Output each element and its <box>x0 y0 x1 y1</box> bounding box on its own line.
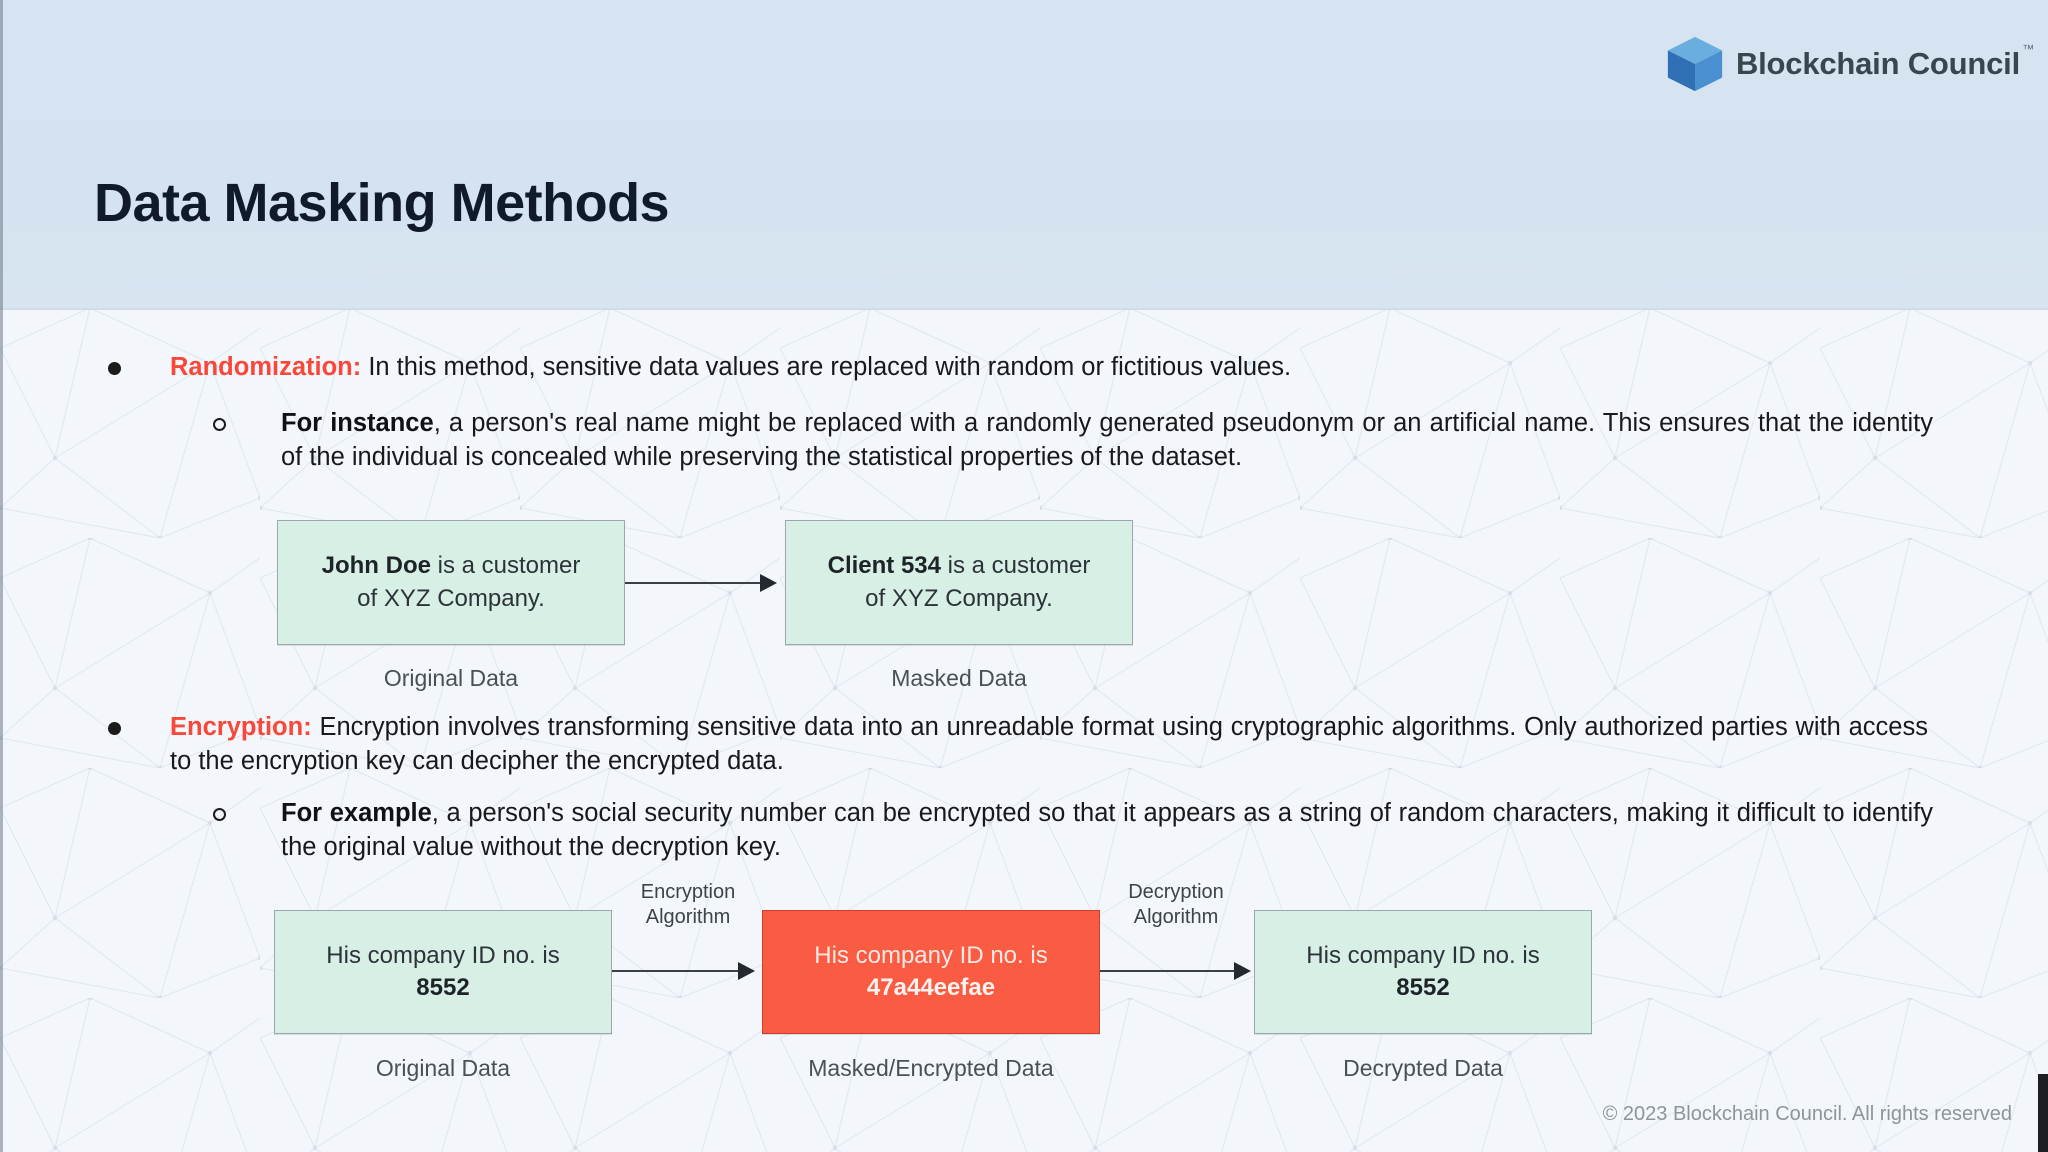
diagram2-decryption-algorithm-label: Decryption Algorithm <box>1100 880 1252 930</box>
algo1-line1: Encryption <box>640 881 736 903</box>
bullet-keyword: Encryption <box>170 713 304 741</box>
diagram2-original-text: His company ID no. is 8552 <box>318 940 567 1005</box>
subbullet-body-text: , a person's real name might be replaced… <box>281 409 1934 472</box>
diagram2-encryption-algorithm-label: Encryption Algorithm <box>612 880 764 930</box>
right-edge-marker <box>2038 1074 2048 1152</box>
bullet-keyword-colon: : <box>303 713 312 741</box>
diagram1-label-masked: Masked Data <box>891 665 1027 691</box>
cube-icon <box>1667 36 1723 92</box>
bullet-body-text: Encryption involves transforming sensiti… <box>170 713 1928 776</box>
diagram1-masked-rest: is a customer <box>941 552 1091 580</box>
slide-body: Randomization: In this method, sensitive… <box>0 310 2048 1152</box>
bullet-randomization: Randomization: In this method, sensitive… <box>108 350 1908 384</box>
diagram2-decrypted-line1: His company ID no. is <box>1306 941 1540 969</box>
subbullet-for-example: For example, a person's social security … <box>213 796 1933 864</box>
diagram2-original-line1: His company ID no. is <box>326 941 560 969</box>
diagram2-decrypted-box: His company ID no. is 8552 <box>1254 910 1592 1034</box>
diagram2-arrow2-line <box>1100 970 1240 972</box>
bullet-body-text: In this method, sensitive data values ar… <box>361 353 1292 381</box>
page-title: Data Masking Methods <box>94 173 670 233</box>
diagram2-label-encrypted: Masked/Encrypted Data <box>808 1055 1054 1081</box>
diagram1-original-text: John Doe is a customer of XYZ Company. <box>314 550 589 615</box>
subbullet-keyword: For instance <box>281 409 434 437</box>
bullet-text: Encryption: Encryption involves transfor… <box>170 710 1928 778</box>
diagram2-arrow1-line <box>612 970 744 972</box>
diagram1-masked-text: Client 534 is a customer of XYZ Company. <box>820 550 1099 615</box>
diagram2-encrypted-text: His company ID no. is 47a44eefae <box>806 940 1055 1005</box>
diagram1-masked-bold: Client 534 <box>827 552 941 580</box>
bullet-encryption: Encryption: Encryption involves transfor… <box>108 710 1928 778</box>
diagram1-masked-line2: of XYZ Company. <box>865 584 1053 612</box>
diagram-encryption: His company ID no. is 8552 Encryption Al… <box>0 870 2048 1130</box>
diagram1-original-bold: John Doe <box>321 552 431 580</box>
subbullet-text: For example, a person's social security … <box>281 796 1933 864</box>
arrow-right-icon <box>738 962 755 980</box>
bullet-dot-icon <box>108 362 121 375</box>
diagram2-encrypted-line1: His company ID no. is <box>814 941 1048 969</box>
bullet-keyword: Randomization <box>170 353 353 381</box>
diagram2-encrypted-line2: 47a44eefae <box>866 974 996 1001</box>
trademark-symbol: ™ <box>2022 42 2034 56</box>
brand-logo: Blockchain Council ™ <box>1664 33 2034 95</box>
logo-text-wrapper: Blockchain Council ™ <box>1735 42 2034 82</box>
bullet-dot-icon <box>108 722 121 735</box>
algo2-line2: Algorithm <box>1133 906 1219 928</box>
subbullet-for-instance: For instance, a person's real name might… <box>213 406 1933 474</box>
bullet-circle-icon <box>213 808 226 821</box>
algo2-line1: Decryption <box>1128 881 1224 903</box>
diagram2-decrypted-line2: 8552 <box>1396 974 1450 1001</box>
subbullet-keyword: For example <box>281 799 432 827</box>
subbullet-body-text: , a person's social security number can … <box>281 799 1933 862</box>
arrow-right-icon <box>760 574 777 592</box>
diagram2-label-original: Original Data <box>375 1055 511 1081</box>
diagram1-original-box: John Doe is a customer of XYZ Company. <box>277 520 625 645</box>
diagram2-original-box: His company ID no. is 8552 <box>274 910 612 1034</box>
diagram1-original-line2: of XYZ Company. <box>357 584 545 612</box>
bullet-text: Randomization: In this method, sensitive… <box>170 350 1908 384</box>
diagram1-original-rest: is a customer <box>430 552 581 580</box>
diagram-randomization: John Doe is a customer of XYZ Company. C… <box>0 310 2048 710</box>
logo-text: Blockchain Council <box>1735 46 2020 81</box>
diagram1-arrow-line <box>625 582 768 584</box>
arrow-right-icon <box>1234 962 1251 980</box>
copyright-text: © 2023 Blockchain Council. All rights re… <box>1602 1103 2012 1125</box>
left-edge-rule <box>0 0 3 1152</box>
diagram2-decrypted-text: His company ID no. is 8552 <box>1298 940 1547 1005</box>
algo1-line2: Algorithm <box>645 906 731 928</box>
bullet-circle-icon <box>213 418 226 431</box>
diagram2-encrypted-box: His company ID no. is 47a44eefae <box>762 910 1100 1034</box>
bullet-keyword-colon: : <box>352 353 362 381</box>
diagram2-original-line2: 8552 <box>416 974 470 1001</box>
diagram2-label-decrypted: Decrypted Data <box>1343 1055 1503 1081</box>
diagram1-label-original: Original Data <box>383 665 519 691</box>
subbullet-text: For instance, a person's real name might… <box>281 406 1933 474</box>
diagram1-masked-box: Client 534 is a customer of XYZ Company. <box>785 520 1133 645</box>
